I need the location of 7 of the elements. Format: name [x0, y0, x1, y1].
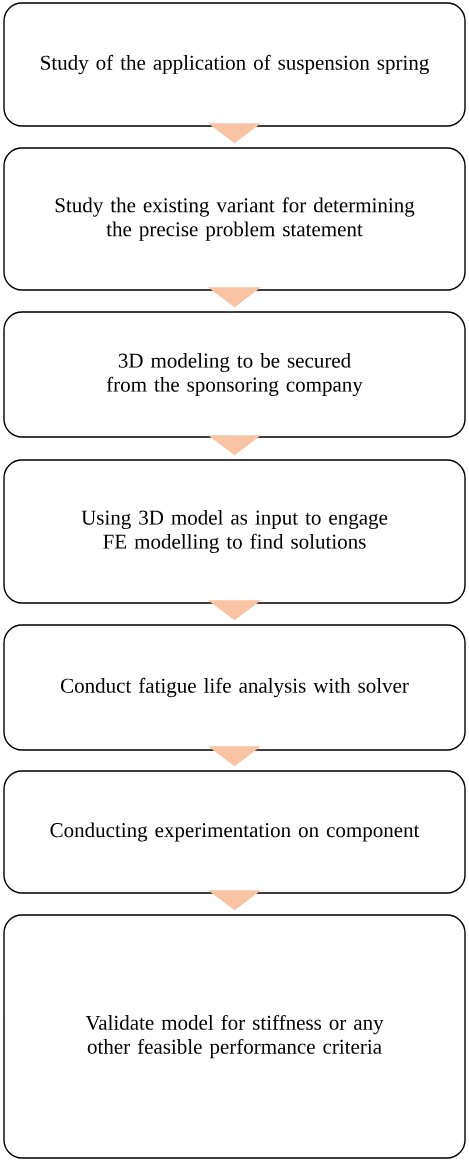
process-box: 3D modeling to be secured from the sponsoring company [3, 311, 466, 438]
process-box: Study the existing variant for determining the precise problem statement [3, 147, 466, 291]
process-box: Validate model for stiffness or any other feasible performance criteria [3, 914, 466, 1159]
process-box: Study of the application of suspension spring [3, 2, 466, 127]
process-box: Conduct fatigue life analysis with solver [3, 624, 466, 751]
process-box: Conducting experimentation on component [3, 770, 466, 894]
process-box: Using 3D model as input to engage FE modelling to find solutions [3, 459, 466, 604]
